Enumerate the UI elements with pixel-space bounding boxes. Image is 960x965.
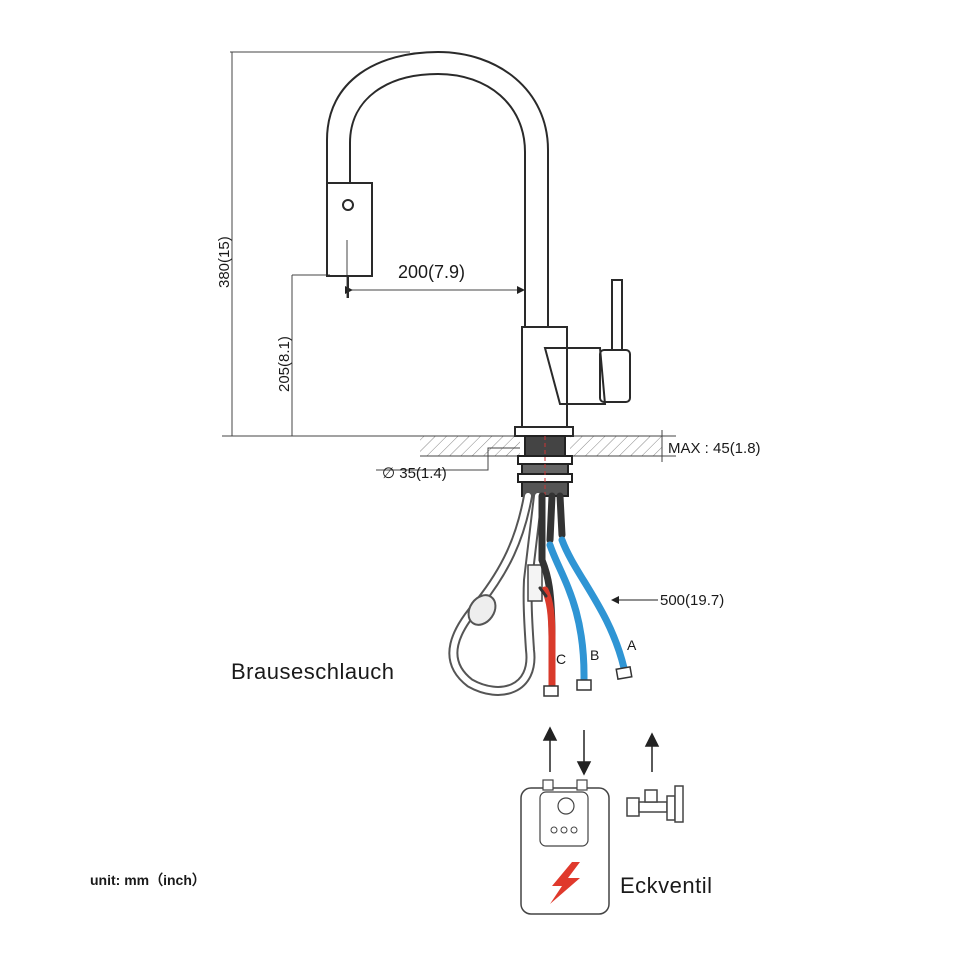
flow-arrows: [542, 726, 660, 776]
countertop: [420, 430, 676, 462]
dimension-spout-reach-label: 200(7.9): [398, 262, 465, 282]
dimension-max-thickness-label: MAX : 45(1.8): [668, 440, 761, 457]
hose-a-nut: [615, 665, 633, 681]
arrow-down-icon: [576, 761, 592, 776]
dimension-spout-height-label: 205(8.1): [276, 336, 293, 392]
hose-label-c: C: [556, 651, 566, 667]
dimension-total-height: [222, 51, 420, 437]
dimension-total-height-label: 380(15): [216, 236, 233, 288]
angle-valve-label: Eckventil: [620, 873, 713, 898]
dimension-spout-height: [291, 274, 330, 436]
arrow-up-icon: [542, 726, 558, 741]
dimension-hole-diameter: [376, 447, 520, 471]
dimension-hole-diameter-label: ∅ 35(1.4): [382, 465, 447, 482]
faucet: [326, 50, 631, 437]
shower-hose-label: Brauseschlauch: [231, 659, 395, 684]
hose-label-b: B: [590, 647, 599, 663]
water-heater: [520, 779, 610, 915]
cold-hose-b-nut: [576, 679, 592, 691]
hot-hose-c-nut: [543, 685, 559, 697]
hot-hose-c: [538, 492, 556, 690]
hose-connector: [527, 564, 543, 602]
dimension-hose-length-label: 500(19.7): [660, 592, 724, 609]
arrow-up-icon: [644, 732, 660, 747]
hose-label-a: A: [627, 637, 637, 653]
angle-valve: [626, 785, 684, 823]
cold-hose-b: [546, 492, 588, 684]
electric-bolt-icon: [550, 862, 580, 904]
shower-hose: [448, 491, 543, 696]
hose-a: [556, 492, 628, 672]
unit-note: unit: mm（inch）: [90, 872, 206, 888]
